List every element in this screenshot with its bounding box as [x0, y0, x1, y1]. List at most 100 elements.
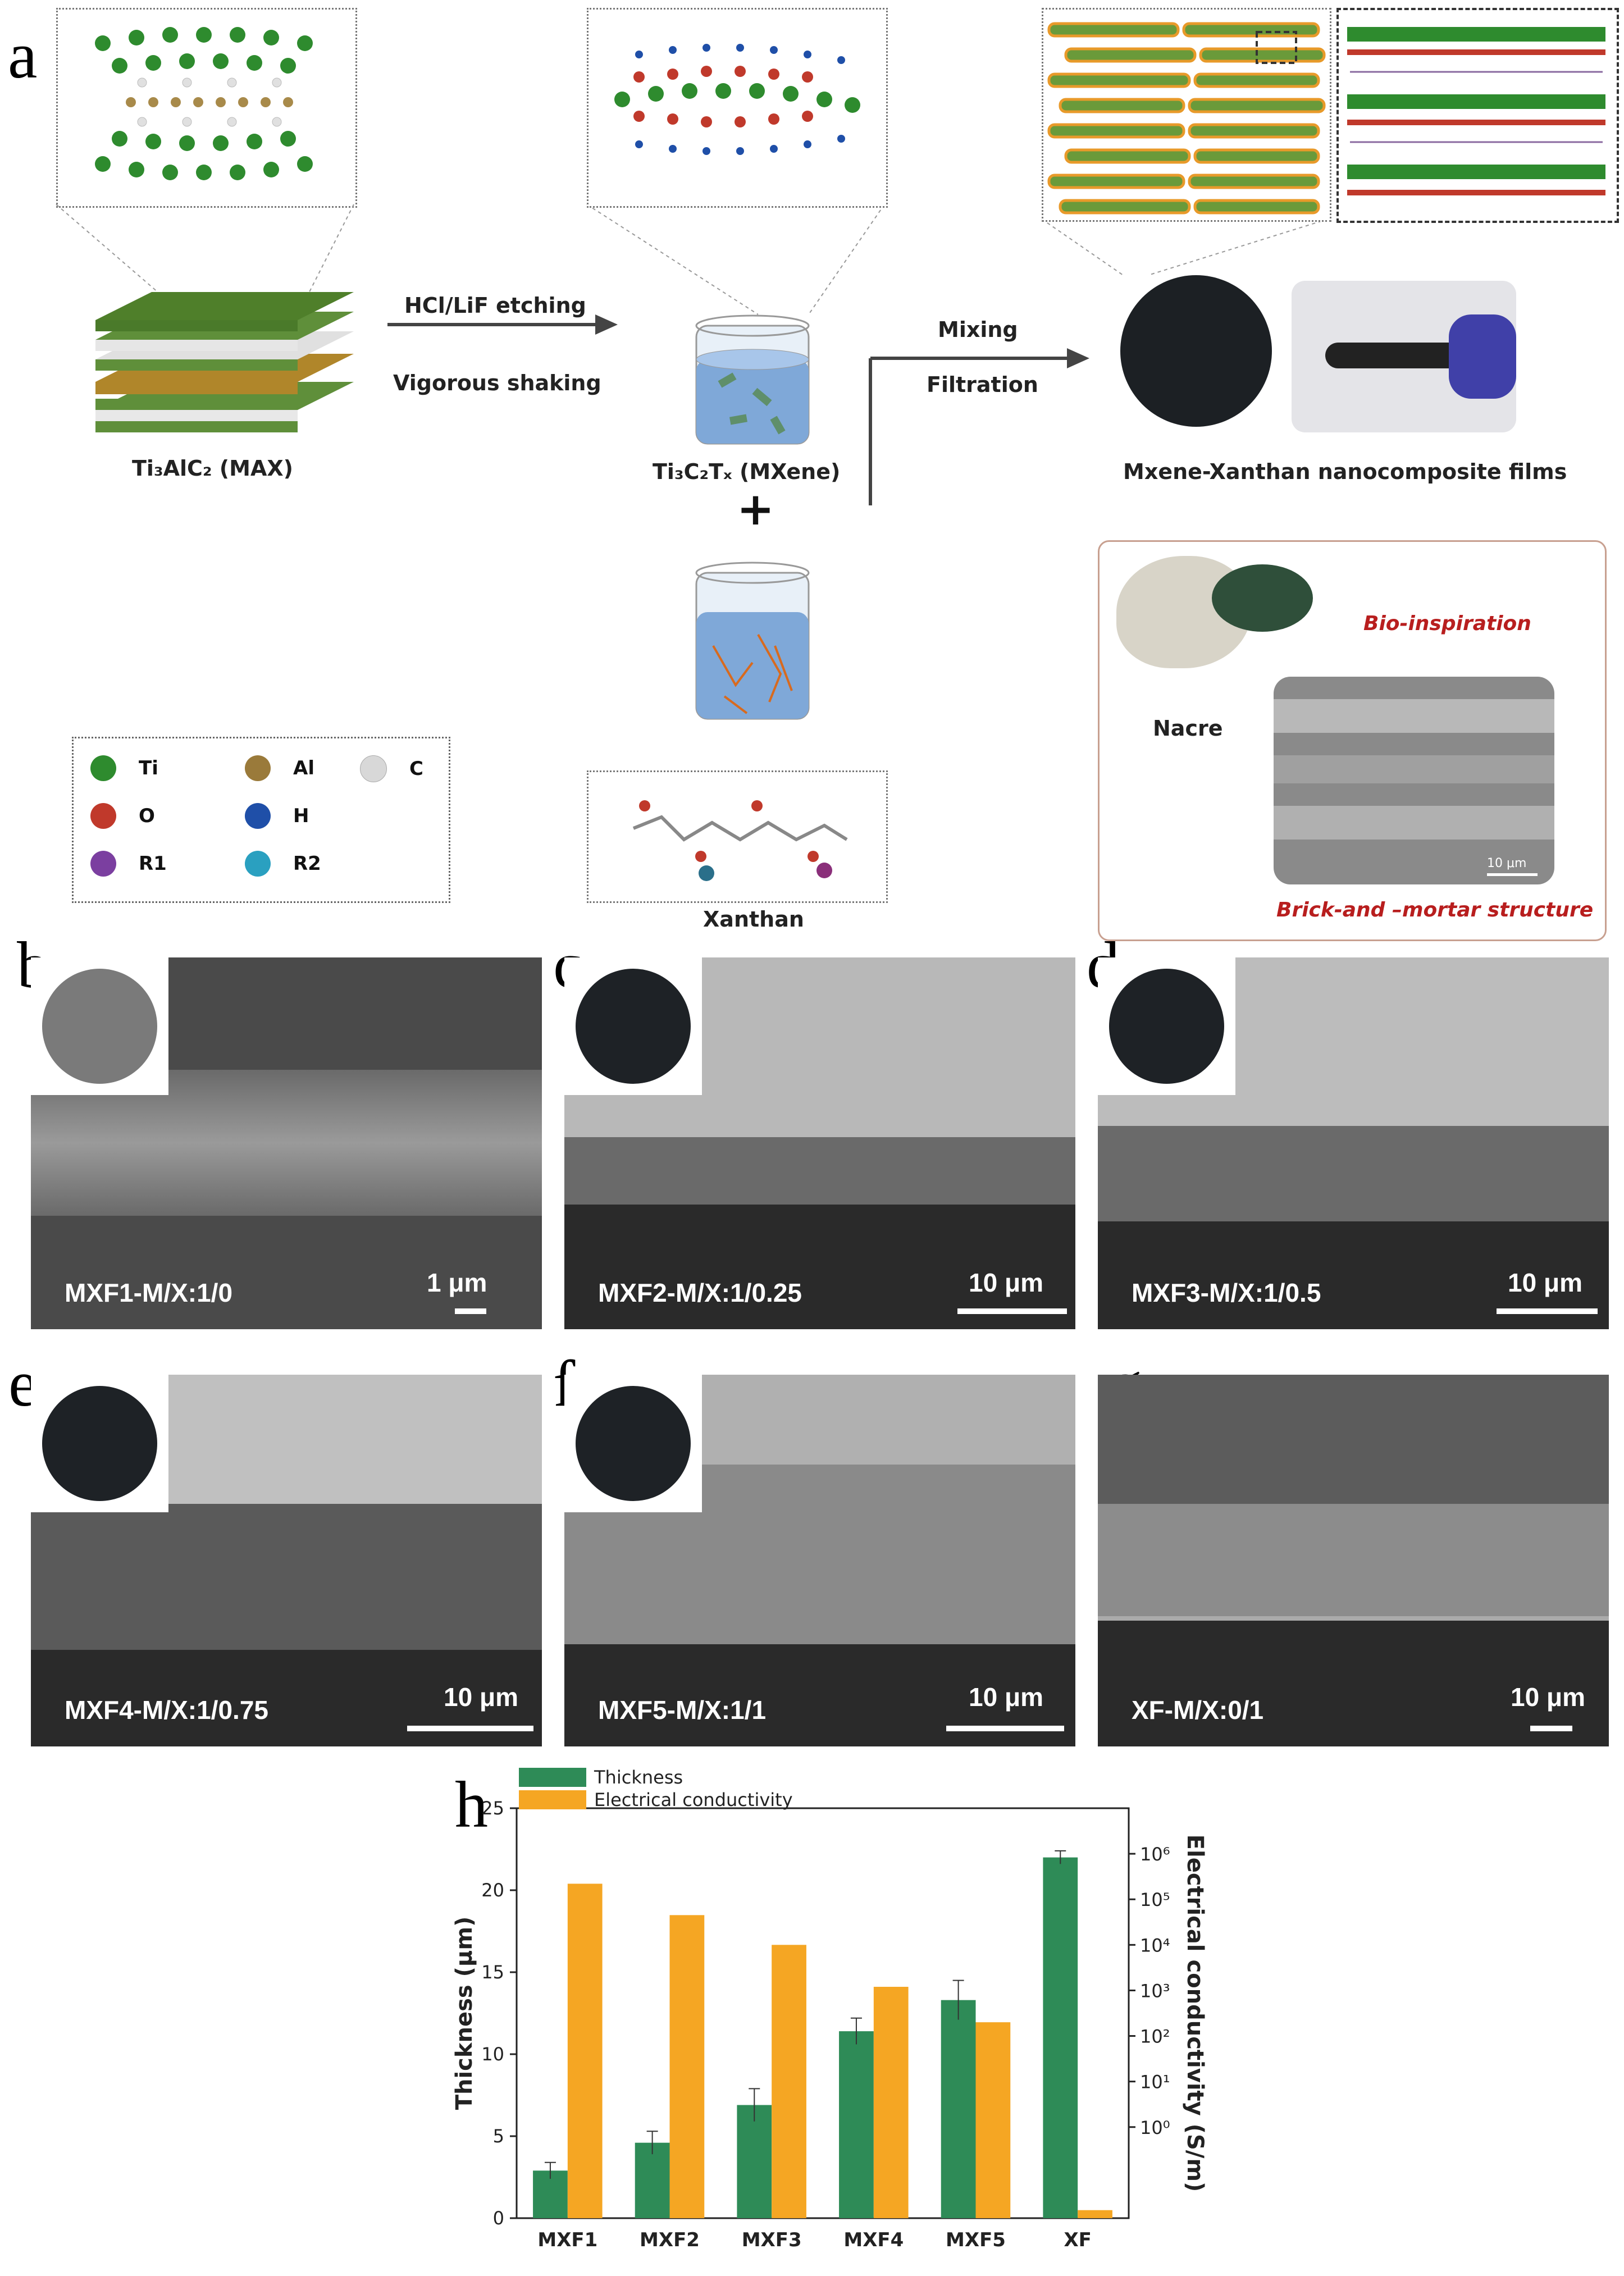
film-rolled-photo — [1292, 281, 1516, 432]
legend-label: H — [293, 805, 309, 827]
scale-bar — [407, 1726, 533, 1731]
thickness-bar — [635, 2142, 670, 2218]
sem-panel-f: MXF5-M/X:1/1 10 μm — [564, 1375, 1075, 1746]
film-label: Mxene-Xanthan nanocomposite films — [1123, 459, 1567, 484]
legend-item-r2: R2 — [245, 851, 321, 877]
sem-panel-c: MXF2-M/X:1/0.25 10 μm — [564, 957, 1075, 1329]
film-disc — [1109, 969, 1224, 1084]
step2-top-label: Mixing — [938, 317, 1018, 342]
molecular-layer-inset — [1336, 8, 1619, 223]
inset-photo — [564, 1375, 702, 1512]
sem-caption: MXF5-M/X:1/1 — [598, 1695, 767, 1725]
sem-panel-e: MXF4-M/X:1/0.75 10 μm — [31, 1375, 542, 1746]
sem-caption: MXF2-M/X:1/0.25 — [598, 1278, 802, 1307]
panel-label-a: a — [8, 19, 38, 92]
legend-item-h: H — [245, 803, 309, 829]
plot-frame — [516, 1807, 1130, 2219]
o-atom-icon — [90, 803, 116, 829]
c-atom-icon — [360, 755, 387, 782]
nacre-scale-text: 10 μm — [1487, 856, 1527, 870]
thickness-bar — [839, 2031, 874, 2218]
sem-panel-g: XF-M/X:0/1 10 μm — [1098, 1375, 1609, 1746]
right-axis-tick-label: 10⁴ — [1140, 1935, 1170, 1956]
conductivity-bar — [567, 1883, 603, 2218]
legend-item-c: C — [360, 755, 423, 782]
step1-bottom-label: Vigorous shaking — [393, 371, 601, 395]
sem-caption: MXF3-M/X:1/0.5 — [1132, 1278, 1321, 1307]
legend-label: R2 — [293, 852, 321, 875]
panel-label-h: h — [455, 1768, 488, 1841]
category-label: MXF3 — [742, 2229, 802, 2251]
right-axis-tick-label: 10⁵ — [1140, 1889, 1170, 1910]
mxene-crystal-structure — [614, 44, 860, 155]
nacre-label: Nacre — [1153, 716, 1223, 741]
scale-bar-text: 10 μm — [969, 1268, 1043, 1297]
step1-top-label: HCl/LiF etching — [404, 293, 586, 318]
step2-bottom-label: Filtration — [927, 372, 1038, 397]
sem-panel-b: MXF1-M/X:1/0 1 μm — [31, 957, 542, 1329]
left-axis-tick-label: 0 — [493, 2207, 504, 2229]
inset-photo — [31, 1375, 168, 1512]
mxene-beaker — [695, 314, 810, 445]
right-axis-tick-label: 10³ — [1140, 1980, 1170, 2001]
left-axis-tick-label: 5 — [493, 2126, 504, 2147]
legend-swatch-conductivity — [519, 1790, 586, 1809]
legend-item-o: O — [90, 803, 155, 829]
max-crystal-structure — [95, 27, 313, 180]
category-label: MXF4 — [843, 2229, 904, 2251]
left-axis-tick-label: 20 — [481, 1880, 504, 1901]
legend-item-ti: Ti — [90, 755, 158, 781]
xanthan-label: Xanthan — [703, 907, 804, 932]
inset-photo — [1098, 957, 1235, 1095]
atom-legend: Ti Al C O H R1 R2 — [72, 737, 450, 903]
sem-caption: MXF4-M/X:1/0.75 — [65, 1695, 268, 1725]
scale-bar-text: 1 μm — [427, 1268, 487, 1297]
mxene-label: Ti₃C₂Tₓ (MXene) — [653, 459, 841, 484]
scale-bar-text: 10 μm — [444, 1682, 518, 1712]
category-label: MXF2 — [640, 2229, 700, 2251]
scale-bar — [1497, 1308, 1598, 1314]
inset-photo — [564, 957, 702, 1095]
al-atom-icon — [245, 755, 271, 781]
legend-label: R1 — [139, 852, 167, 875]
scale-bar — [1530, 1726, 1572, 1731]
film-disc — [576, 1386, 691, 1501]
r1-group-icon — [90, 851, 116, 877]
legend-item-r1: R1 — [90, 851, 167, 877]
max-crystal-inset — [56, 8, 357, 208]
scale-bar-text: 10 μm — [969, 1682, 1043, 1712]
category-label: MXF5 — [946, 2229, 1006, 2251]
left-axis-title: Thickness (μm) — [451, 1917, 477, 2110]
xanthan-beaker — [695, 562, 810, 720]
legend-swatch-thickness — [519, 1768, 586, 1787]
thickness-bar — [1043, 1857, 1078, 2218]
left-axis-tick-label: 25 — [481, 1798, 504, 1819]
nacre-shell-outer — [1212, 564, 1313, 632]
xanthan-molecule — [632, 800, 848, 881]
inset-photo — [31, 957, 168, 1095]
max-layer-stack — [95, 292, 354, 432]
mxene-structure-inset — [587, 8, 888, 208]
film-disc — [42, 1386, 157, 1501]
sem-panel-d: MXF3-M/X:1/0.5 10 μm — [1098, 957, 1609, 1329]
brick-mortar-label: Brick-and –mortar structure — [1276, 898, 1594, 922]
molecular-layer-structure — [1347, 27, 1605, 195]
film-disc — [42, 969, 157, 1084]
right-axis-tick-label: 10² — [1140, 2026, 1170, 2047]
legend-label: Al — [293, 757, 314, 779]
thickness-bar — [737, 2105, 772, 2218]
max-label: Ti₃AlC₂ (MAX) — [132, 456, 294, 481]
legend-label-conductivity: Electrical conductivity — [594, 1789, 793, 1810]
legend-item-al: Al — [245, 755, 314, 781]
conductivity-bar — [873, 1987, 909, 2218]
category-label: MXF1 — [537, 2229, 597, 2251]
scale-bar — [957, 1308, 1067, 1314]
left-axis-tick-label: 10 — [481, 2044, 504, 2065]
legend-label: Ti — [139, 757, 158, 779]
plus-sign: + — [737, 483, 775, 535]
right-axis-tick-label: 10¹ — [1140, 2072, 1170, 2093]
left-axis-tick-label: 15 — [481, 1962, 504, 1983]
film-disc — [576, 969, 691, 1084]
thickness-bar — [941, 2000, 976, 2218]
